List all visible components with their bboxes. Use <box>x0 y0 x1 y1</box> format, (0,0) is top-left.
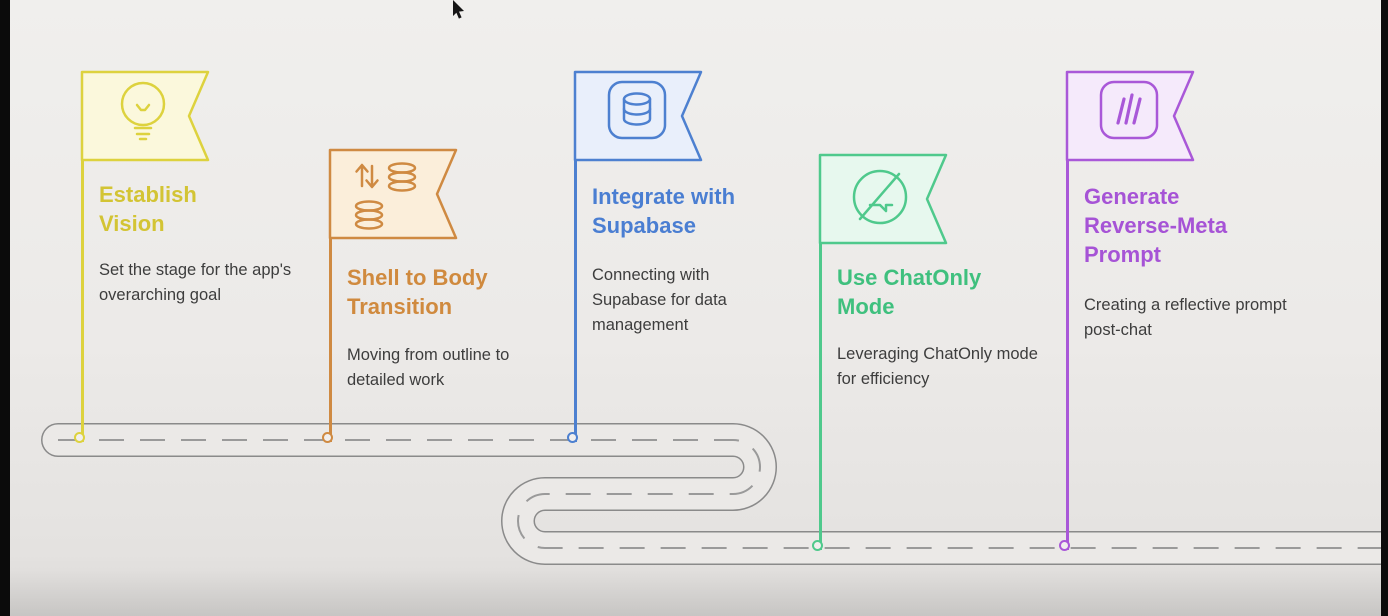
milestone-title: Use ChatOnly Mode <box>837 265 982 320</box>
road-node <box>1059 540 1070 551</box>
flag-pole <box>574 74 577 442</box>
milestone-description: Leveraging ChatOnly mode for efficiency <box>837 345 1038 388</box>
flag <box>328 148 458 240</box>
flag-pole <box>819 157 822 550</box>
triple-slash-icon <box>1099 80 1159 140</box>
milestone-description: Moving from outline to detailed work <box>347 346 510 389</box>
letterbox-left <box>0 0 10 616</box>
lightbulb-icon <box>120 81 166 141</box>
flag <box>818 153 948 245</box>
database-icon <box>607 80 667 140</box>
flag-banner <box>1065 70 1195 162</box>
road-node <box>322 432 333 443</box>
milestone-title: Integrate with Supabase <box>592 184 736 239</box>
milestone-title: Establish Vision <box>99 182 197 237</box>
flag-pole <box>81 74 84 442</box>
flag <box>80 70 210 162</box>
road-node <box>812 540 823 551</box>
data-transfer-icon <box>354 162 417 230</box>
flag <box>573 70 703 162</box>
milestone-description: Set the stage for the app's overarching … <box>99 261 292 304</box>
milestone-description: Connecting with Supabase for data manage… <box>592 266 727 334</box>
road-center-line <box>58 439 1388 549</box>
road-node <box>74 432 85 443</box>
flag-banner <box>328 148 458 240</box>
milestone-title: Shell to Body Transition <box>347 265 488 320</box>
road-node <box>567 432 578 443</box>
flag-pole <box>1066 74 1069 550</box>
flag-banner <box>818 153 948 245</box>
milestone-description: Creating a reflective prompt post-chat <box>1084 296 1287 339</box>
flag-pole <box>329 152 332 442</box>
letterbox-right <box>1381 0 1388 616</box>
mouse-pointer-icon <box>453 0 464 19</box>
milestone-title: Generate Reverse-Meta Prompt <box>1084 184 1228 268</box>
flag <box>1065 70 1195 162</box>
flag-banner <box>80 70 210 162</box>
flag-banner <box>573 70 703 162</box>
chat-disabled-icon <box>852 169 908 225</box>
